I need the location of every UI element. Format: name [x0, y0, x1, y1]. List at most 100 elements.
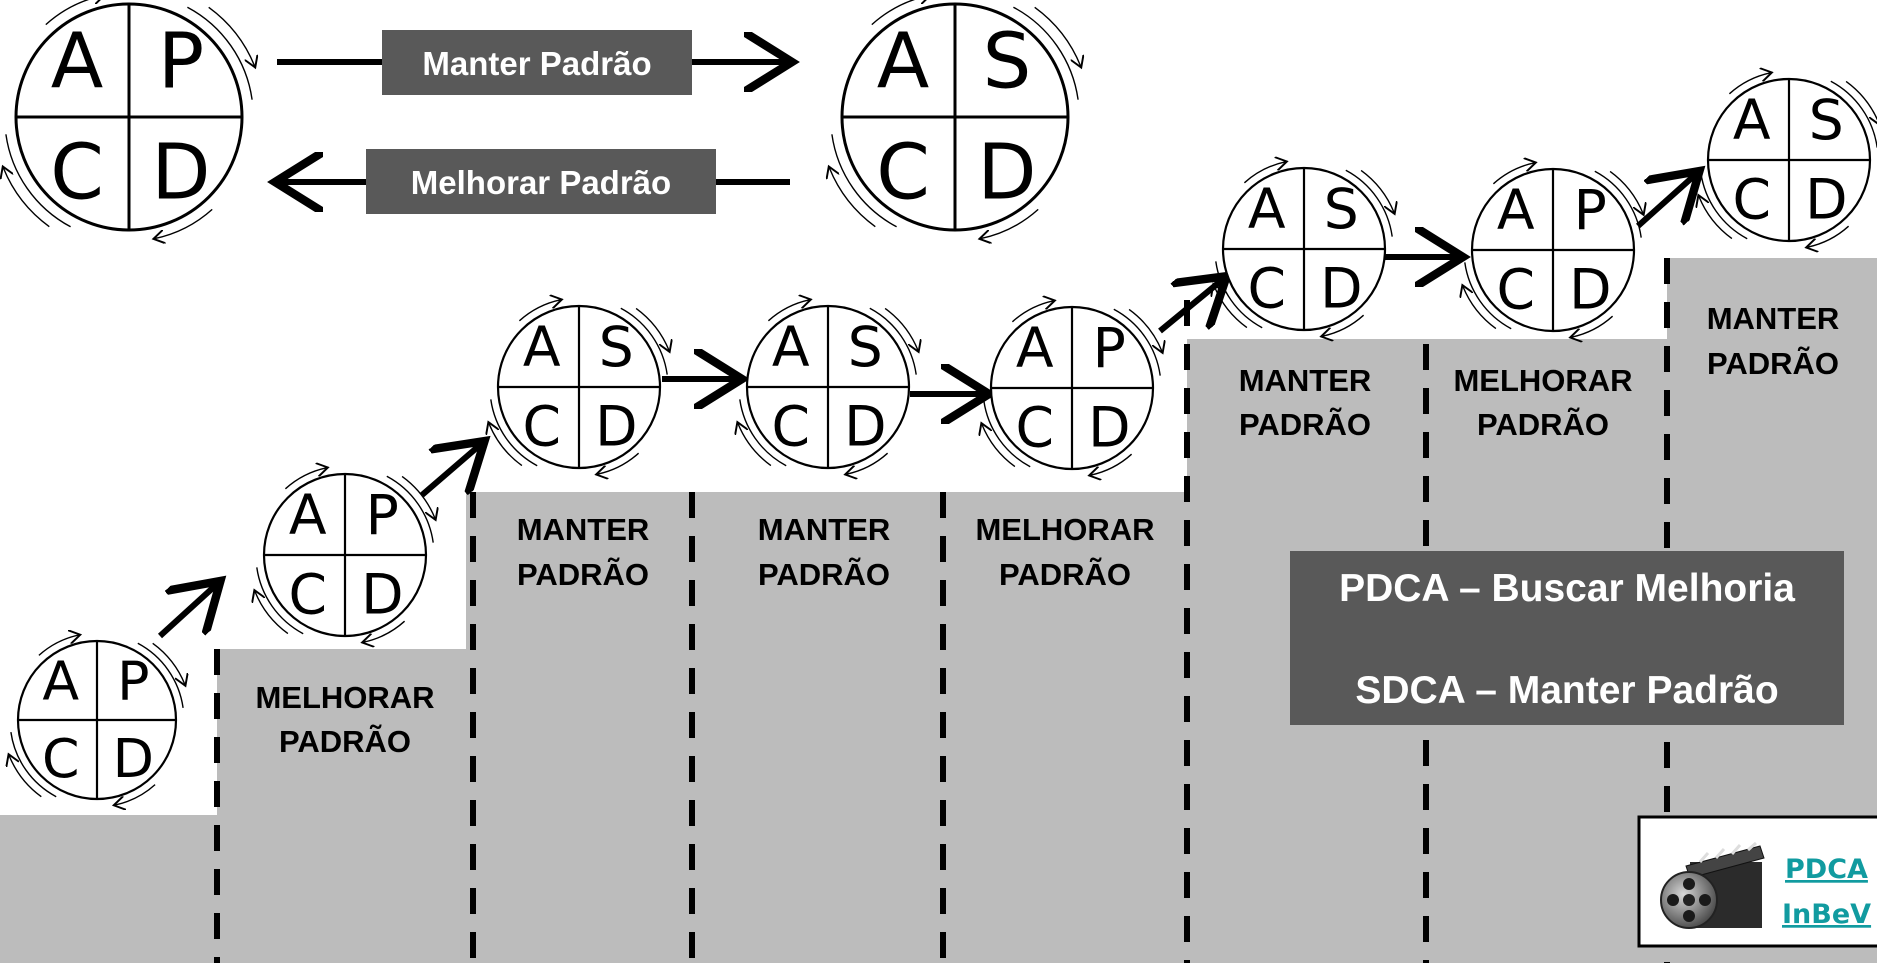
cycle-letter-br: D — [1320, 256, 1362, 320]
cycle-letter-tr: S — [599, 315, 634, 379]
cycle-letter-bl: C — [50, 128, 104, 217]
step-7-label-line1: MELHORAR — [1453, 363, 1632, 398]
cycle-letter-br: D — [361, 562, 403, 626]
film-camera-icon — [1660, 841, 1765, 929]
cycle-letter-bl: C — [288, 562, 326, 626]
cycle-letter-bl: C — [1015, 395, 1053, 459]
cycle-letter-tl: A — [1248, 177, 1286, 241]
cycle-rotation-arrow — [1214, 285, 1248, 329]
cycle-letter-br: D — [977, 128, 1036, 217]
cycle-rotation-arrow — [1323, 314, 1365, 336]
cycle-letter-tl: A — [289, 483, 327, 547]
step-5-label-line2: PADRÃO — [999, 557, 1131, 592]
improve-box — [366, 149, 716, 214]
cycle-rotation-arrow — [208, 6, 255, 66]
cycle-letter-bl: C — [42, 727, 80, 790]
cycle-rotation-arrow — [1808, 225, 1850, 247]
cycle-letter-tl: A — [1497, 178, 1535, 242]
cycle-letter-tl: A — [1733, 88, 1771, 152]
cycle-rotation-arc — [10, 732, 57, 798]
cycle-letter-tl: A — [51, 18, 104, 107]
cycle-letter-tl: A — [772, 315, 810, 379]
cycle-rotation-arc — [1345, 169, 1393, 237]
step-3-label-line1: MANTER — [517, 512, 650, 547]
cycle-letter-tr: S — [983, 18, 1032, 107]
cycle-rotation-arrow — [1011, 301, 1053, 323]
step-7-label-line2: PADRÃO — [1477, 407, 1609, 442]
cycle-rotation-arrow — [738, 423, 772, 467]
cycle-rotation-arrow — [489, 423, 523, 467]
step-8-label-line1: MANTER — [1707, 301, 1840, 336]
cycle-rotation-arc — [869, 307, 917, 375]
cycle-rotation-arrow — [598, 452, 640, 474]
summary-box: PDCA – Buscar Melhoria SDCA – Manter Pad… — [1290, 551, 1844, 725]
cycle-rotation-arc — [1464, 262, 1512, 330]
cycle-rotation-arc — [1113, 308, 1161, 376]
cycle-letter-tr: S — [1809, 88, 1844, 152]
step-4-label-line2: PADRÃO — [758, 557, 890, 592]
cycle-rotation-arrow — [3, 168, 50, 228]
cycle-letter-bl: C — [1732, 167, 1770, 231]
cycle-letter-br: D — [1088, 395, 1130, 459]
legend: Manter Padrão Melhorar Padrão — [277, 30, 790, 214]
cycle-letter-bl: C — [1496, 257, 1534, 321]
cycle-rotation-arrow — [829, 168, 876, 228]
cycle-letter-bl: C — [522, 394, 560, 458]
cycle-rotation-arrow — [884, 307, 918, 350]
cycle-rotation-arc — [831, 134, 897, 228]
cycle-rotation-arrow — [155, 208, 213, 238]
cycle-rotation-arrow — [1492, 163, 1534, 185]
cycle-letter-tl: A — [42, 650, 79, 713]
cycle-rotation-arc — [1700, 172, 1748, 240]
cycle-rotation-arc — [137, 642, 184, 708]
video-link[interactable]: PDCA InBeV — [1637, 815, 1877, 948]
cycle-rotation-arrow — [1034, 6, 1081, 66]
cycle-letter-br: D — [1805, 167, 1847, 231]
summary-box-bg — [1290, 551, 1844, 725]
cycle-rotation-arrow — [1463, 286, 1497, 330]
cycle-letter-br: D — [113, 727, 154, 790]
video-link-line1[interactable]: PDCA — [1785, 854, 1868, 885]
cycle-rotation-arc — [187, 6, 253, 100]
cycle-rotation-arrow — [1572, 315, 1614, 337]
cycle-rotation-arrow — [1699, 196, 1733, 240]
cycle-letter-tr: P — [1093, 316, 1126, 380]
cycle-rotation-arrow — [635, 307, 669, 350]
step-6-label-line1: MANTER — [1239, 363, 1372, 398]
cycle-rotation-arrow — [115, 784, 156, 805]
step-1-label-line1: MELHORAR — [255, 680, 434, 715]
cycle-letter-br: D — [1569, 257, 1611, 321]
cycle-rotation-arrow — [284, 468, 326, 490]
staircase-fill — [0, 258, 1877, 963]
staircase-background — [0, 258, 1877, 963]
improve-label: Melhorar Padrão — [411, 164, 671, 201]
cycle-rotation-arc — [1013, 6, 1079, 100]
cycle-letter-tr: S — [848, 315, 883, 379]
cycle-rotation-arc — [1215, 261, 1263, 329]
cycle-rotation-arc — [1594, 170, 1642, 238]
cycle-letter-bl: C — [771, 394, 809, 458]
cycle-rotation-arrow — [847, 452, 889, 474]
cycle-rotation-arrow — [1728, 73, 1770, 95]
cycle-letter-tr: P — [366, 483, 399, 547]
cycle-rotation-arrow — [1091, 453, 1133, 475]
cycle-rotation-arrow — [401, 475, 435, 518]
cycle-letter-tr: P — [158, 18, 204, 107]
video-link-line2[interactable]: InBeV — [1782, 899, 1871, 930]
cycle-rotation-arrow — [767, 300, 809, 322]
step-1-label-line2: PADRÃO — [279, 724, 411, 759]
maintain-label: Manter Padrão — [422, 45, 651, 82]
cycle-letter-bl: C — [876, 128, 930, 217]
cycle-rotation-arrow — [981, 208, 1039, 238]
step-4-label-line1: MANTER — [758, 512, 891, 547]
cycle-rotation-arc — [620, 307, 668, 375]
